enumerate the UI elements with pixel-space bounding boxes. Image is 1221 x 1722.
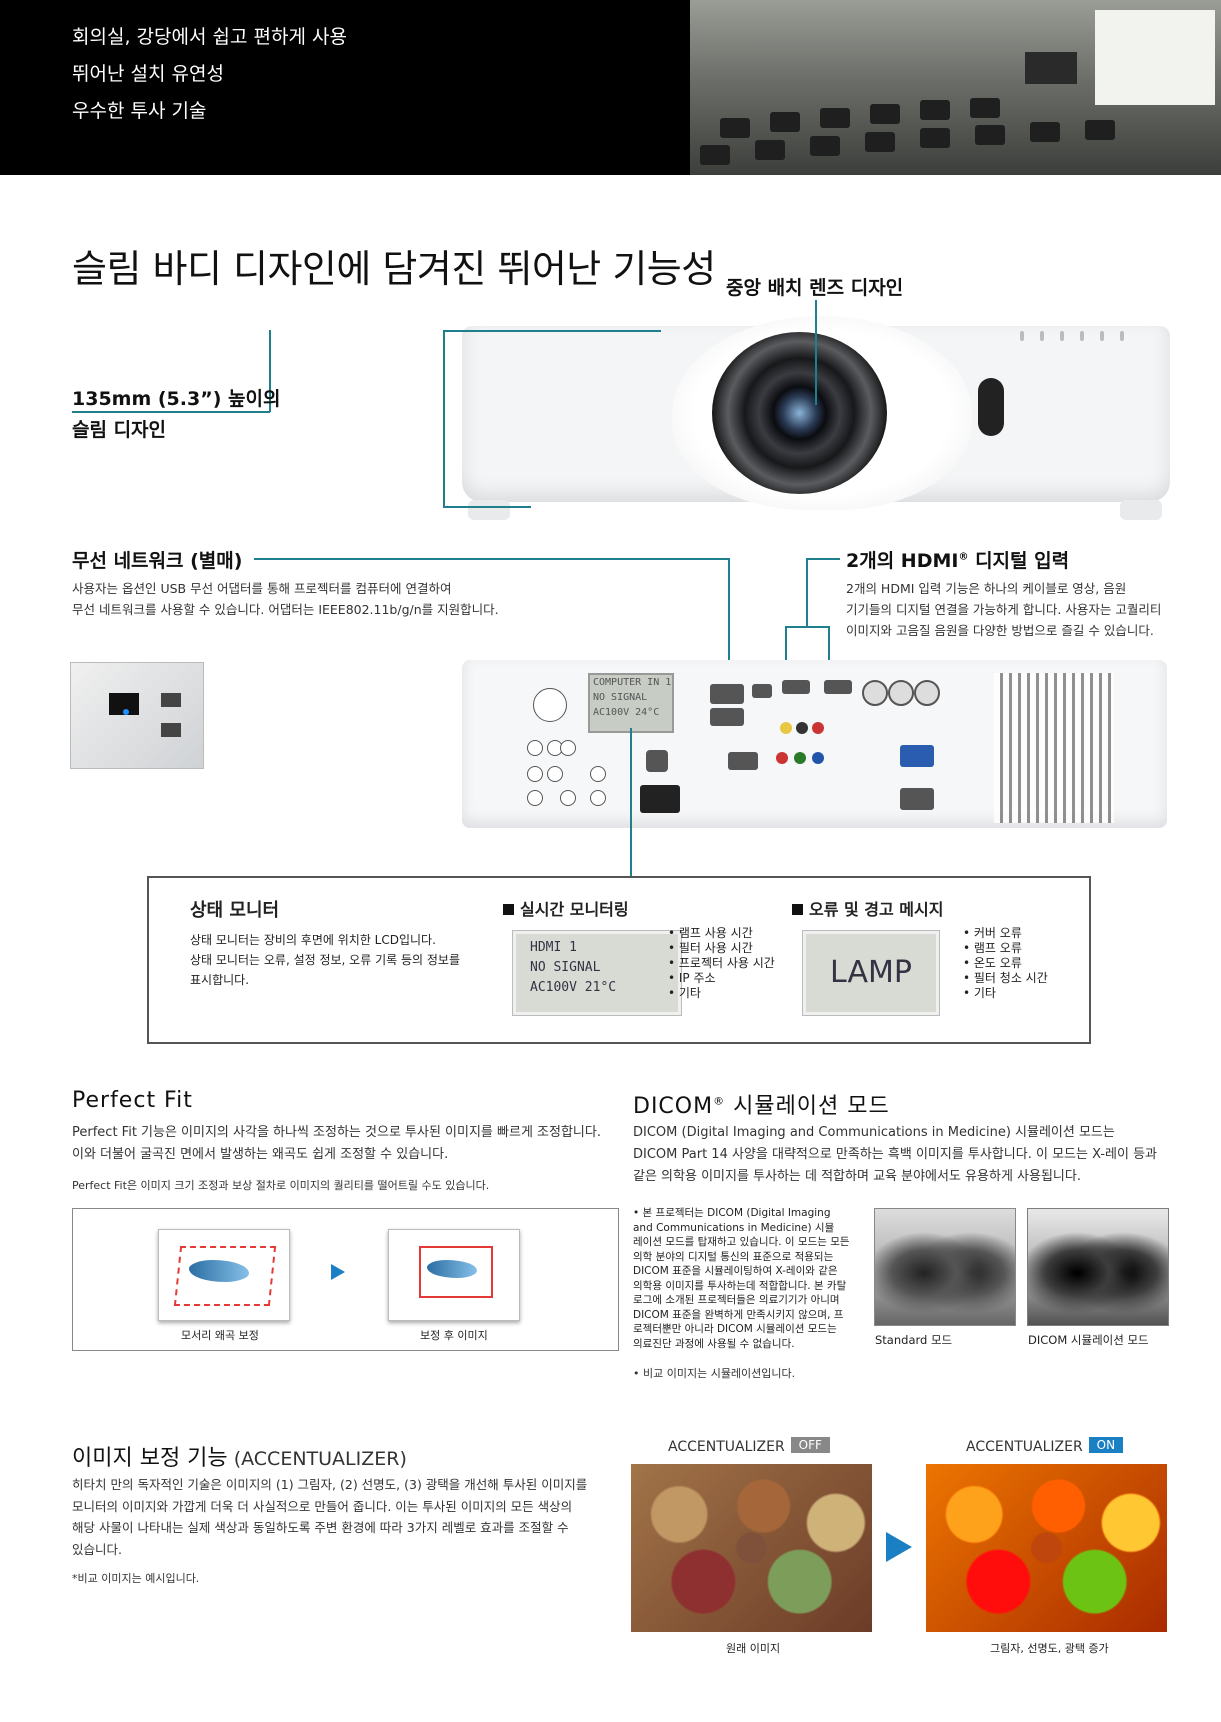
perfect-fit-body: Perfect Fit 기능은 이미지의 사각을 하나씩 조정하는 것으로 투사… <box>72 1125 601 1162</box>
wireless-network-title: 무선 네트워크 (별매) <box>72 550 243 572</box>
off-badge: OFF <box>790 1437 830 1453</box>
perfect-fit-illustration: 모서리 왜곡 보정 보정 후 이미지 <box>72 1208 619 1351</box>
back-vent <box>994 673 1114 823</box>
banner-line-2: 뛰어난 설치 유연성 <box>72 63 224 85</box>
list-item: • 커버 오류 <box>963 926 1022 940</box>
front-vent <box>978 378 1004 436</box>
caption-before: 모서리 왜곡 보정 <box>181 1329 259 1342</box>
hdmi-body-1: 2개의 HDMI 입력 기능은 하나의 케이블로 영상, 음원 <box>846 581 1127 596</box>
list-item: • 온도 오류 <box>963 956 1022 970</box>
error-items-list: • 커버 오류 • 램프 오류 • 온도 오류 • 필터 청소 시간 • 기타 <box>963 926 1048 1001</box>
hdmi-title: 2개의 HDMI® 디지털 입력 <box>846 550 1070 572</box>
xray-dicom-image <box>1027 1208 1169 1326</box>
slim-design-callout-line2: 슬림 디자인 <box>72 419 167 441</box>
list-item: • 기타 <box>963 986 996 1000</box>
corrected-screen-illustration <box>388 1229 520 1321</box>
banner-line-1: 회의실, 강당에서 쉽고 편하게 사용 <box>72 26 347 48</box>
top-banner: 회의실, 강당에서 쉽고 편하게 사용 뛰어난 설치 유연성 우수한 투사 기술 <box>0 0 1221 175</box>
dicom-footnote: • 비교 이미지는 시뮬레이션입니다. <box>633 1367 796 1380</box>
list-item: • 램프 오류 <box>963 941 1022 955</box>
main-headline: 슬림 바디 디자인에 담겨진 뛰어난 기능성 <box>72 247 716 291</box>
caption-standard: Standard 모드 <box>875 1333 953 1347</box>
usb-wireless-adapter-photo <box>70 662 204 769</box>
hdmi-body-2: 기기들의 디지털 연결을 가능하게 합니다. 사용자는 고퀄리티 <box>846 602 1162 617</box>
caption-enhanced: 그림자, 선명도, 광택 증가 <box>990 1642 1109 1655</box>
list-item: • 필터 청소 시간 <box>963 971 1048 985</box>
list-item: • 램프 사용 시간 <box>668 926 753 940</box>
original-fruit-image <box>631 1464 872 1632</box>
caption-after: 보정 후 이미지 <box>420 1329 488 1342</box>
conference-room-photo <box>690 0 1221 175</box>
dicom-title: DICOM® 시뮬레이션 모드 <box>633 1094 890 1119</box>
realtime-lcd: HDMI 1 NO SIGNAL AC100V 21°C <box>513 931 681 1015</box>
back-lcd-status-monitor: COMPUTER IN 1 NO SIGNAL AC100V 24°C <box>588 673 674 733</box>
status-monitor-title: 상태 모니터 <box>190 900 280 921</box>
perfect-fit-note: Perfect Fit은 이미지 크기 조정과 보상 절차로 이미지의 퀄리티를… <box>72 1179 490 1192</box>
caption-original: 원래 이미지 <box>726 1642 781 1655</box>
status-monitor-box <box>147 876 1091 1044</box>
list-item: • 프로젝터 사용 시간 <box>668 956 775 970</box>
list-item: • IP 주소 <box>668 971 716 985</box>
accentualizer-body: 히타치 만의 독자적인 기술은 이미지의 (1) 그림자, (2) 선명도, (… <box>72 1477 588 1557</box>
caption-dicom: DICOM 시뮬레이션 모드 <box>1028 1333 1149 1347</box>
error-message-title: 오류 및 경고 메시지 <box>792 896 943 920</box>
status-monitor-body: 상태 모니터는 장비의 후면에 위치한 LCD입니다. 상태 모니터는 오류, … <box>190 933 460 987</box>
wireless-body-2: 무선 네트워크를 사용할 수 있습니다. 어댑터는 IEEE802.11b/g/… <box>72 602 499 617</box>
wireless-body-1: 사용자는 옵션인 USB 무선 어댑터를 통해 프로젝터를 컴퓨터에 연결하여 <box>72 581 452 596</box>
center-lens-callout: 중앙 배치 렌즈 디자인 <box>726 277 904 299</box>
slim-design-callout-line1: 135mm (5.3”) 높이의 <box>72 388 281 410</box>
accentualizer-title: 이미지 보정 기능 (ACCENTUALIZER) <box>72 1446 407 1471</box>
perfect-fit-title: Perfect Fit <box>72 1088 193 1113</box>
accentualizer-note: *비교 이미지는 예시입니다. <box>72 1572 200 1585</box>
list-item: • 필터 사용 시간 <box>668 941 753 955</box>
banner-line-3: 우수한 투사 기술 <box>72 100 207 122</box>
on-badge: ON <box>1088 1437 1124 1453</box>
projector-lens <box>712 332 887 494</box>
realtime-monitoring-title: 실시간 모니터링 <box>503 896 629 920</box>
xray-standard-image <box>874 1208 1016 1326</box>
dicom-body: DICOM (Digital Imaging and Communication… <box>633 1125 1158 1184</box>
enhanced-fruit-image <box>926 1464 1167 1632</box>
error-lcd: LAMP <box>803 931 939 1015</box>
arrow-right-icon <box>886 1532 912 1562</box>
realtime-items-list: • 램프 사용 시간 • 필터 사용 시간 • 프로젝터 사용 시간 • IP … <box>668 926 775 1001</box>
list-item: • 기타 <box>668 986 701 1000</box>
hdmi-body-3: 이미지와 고음질 음원을 다양한 방법으로 즐길 수 있습니다. <box>846 623 1154 638</box>
distorted-screen-illustration <box>158 1229 290 1321</box>
